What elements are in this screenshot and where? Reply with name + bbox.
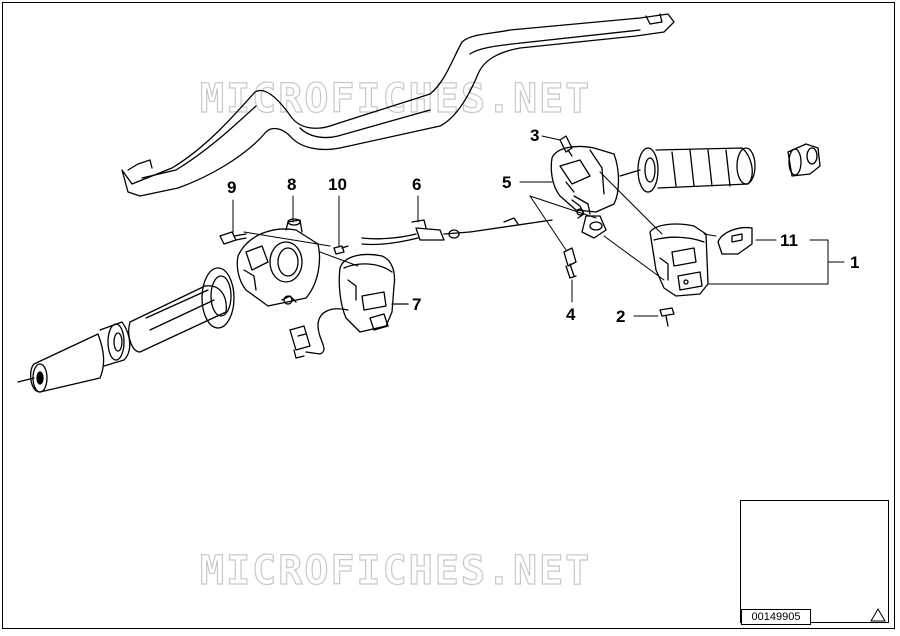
callout-5: 5	[502, 173, 512, 192]
throttle-cable-part	[361, 217, 553, 246]
watermark-bottom: MICROFICHES.NET	[199, 547, 592, 594]
screw-9-part	[219, 231, 247, 245]
callout-11: 11	[780, 231, 798, 250]
handlebar-part	[121, 13, 675, 197]
screw-4-part	[563, 247, 577, 279]
callout-8: 8	[287, 175, 297, 194]
left-switch-cover-part	[338, 253, 409, 333]
screw-3-part	[559, 135, 573, 157]
diagram-id: 00149905	[741, 609, 811, 625]
page-frame	[2, 2, 895, 629]
right-switch-cover-part	[649, 223, 709, 297]
callout-7: 7	[412, 295, 422, 314]
watermark-top: MICROFICHES.NET	[199, 75, 592, 122]
callout-2: 2	[616, 307, 626, 326]
callout-3: 3	[530, 126, 540, 145]
leader-lines	[232, 135, 845, 317]
left-grip-part	[17, 267, 235, 393]
callout-4: 4	[566, 305, 576, 324]
right-grip-part	[619, 143, 821, 193]
screw-10-part	[333, 245, 349, 255]
right-switch-housing-part	[550, 145, 620, 239]
callout-9: 9	[227, 178, 237, 197]
callout-1: 1	[850, 253, 860, 272]
callout-6: 6	[412, 175, 422, 194]
left-switch-cable-part	[289, 308, 349, 359]
callout-10: 10	[328, 175, 347, 194]
screw-2-part	[659, 307, 675, 327]
insert-11-part	[717, 226, 753, 255]
thumbnail-frame	[740, 500, 889, 623]
triangle-icon	[870, 608, 886, 622]
left-switch-housing-part	[236, 218, 321, 307]
